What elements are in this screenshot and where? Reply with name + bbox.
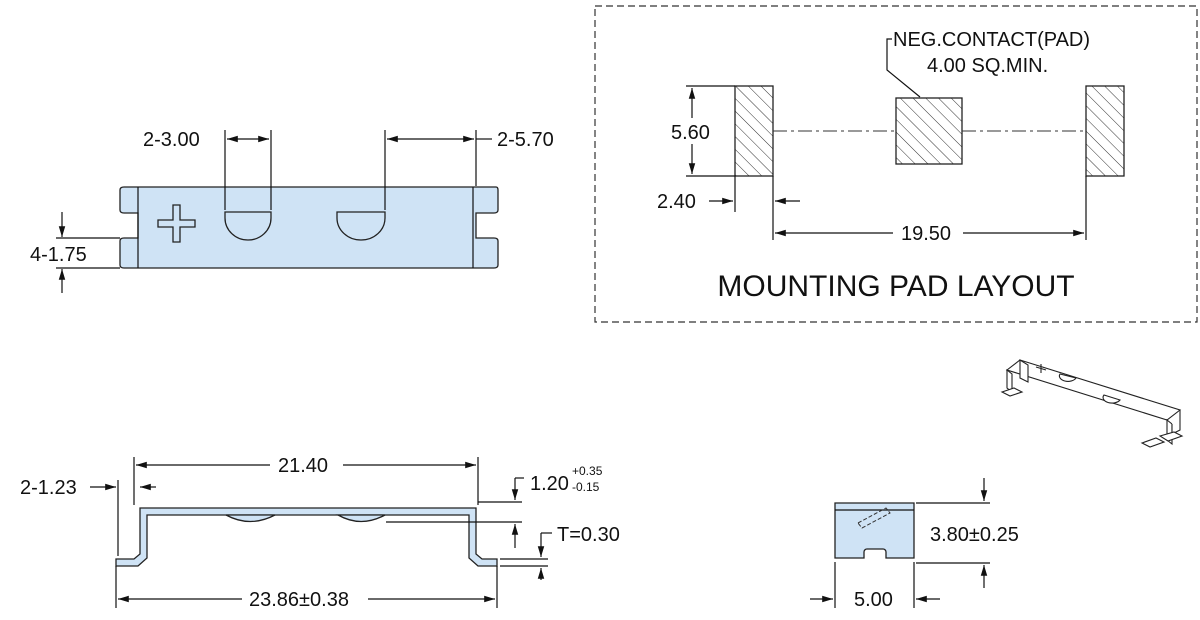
side-view-profile (115, 507, 498, 567)
isometric-view (1000, 359, 1184, 448)
dim-end-width: 5.00 (854, 589, 893, 611)
dim-pad-spacing: 19.50 (901, 223, 951, 245)
side-view: 21.40 23.86±0.38 2-1.23 1.20 +0.35 -0.15… (20, 455, 620, 611)
dim-slot-width: 2-3.00 (143, 129, 200, 151)
neg-contact-size: 4.00 SQ.MIN. (927, 55, 1048, 77)
plus-icon (157, 204, 196, 243)
pad-left (734, 85, 774, 177)
pad-layout-frame (594, 5, 1198, 323)
dim-pad-width: 2.40 (657, 191, 696, 213)
dim-total-length: 23.86±0.38 (249, 589, 349, 611)
mounting-pad-layout: NEG.CONTACT(PAD) 4.00 SQ.MIN. 5.60 2.40 … (594, 5, 1198, 323)
dim-height-minus: -0.15 (572, 480, 600, 494)
pad-layout-title: MOUNTING PAD LAYOUT (717, 270, 1074, 303)
end-view-outline (834, 502, 915, 559)
contact-bump-2 (335, 514, 386, 523)
dim-inner-length: 21.40 (278, 455, 328, 477)
contact-bump-1 (225, 514, 276, 523)
dim-height-plus: +0.35 (572, 464, 603, 478)
pad-right (1085, 85, 1125, 177)
dim-pad-height: 5.60 (671, 122, 710, 144)
pad-neg-contact (895, 97, 963, 165)
dim-slot-spacing: 2-5.70 (497, 129, 554, 151)
contact-slot-1 (224, 211, 272, 241)
dim-height-main: 1.20 (530, 473, 569, 495)
dim-tab-height: 4-1.75 (30, 244, 87, 266)
dim-thickness: T=0.30 (557, 524, 620, 546)
end-view: 3.80±0.25 5.00 (810, 478, 1019, 611)
neg-contact-label: NEG.CONTACT(PAD) (893, 29, 1090, 51)
contact-slot-2 (336, 211, 386, 241)
dim-end-height: 3.80±0.25 (930, 524, 1019, 546)
top-view: 2-3.00 2-5.70 4-1.75 (30, 129, 554, 293)
top-view-outline (119, 186, 499, 269)
dim-tab: 2-1.23 (20, 477, 77, 499)
